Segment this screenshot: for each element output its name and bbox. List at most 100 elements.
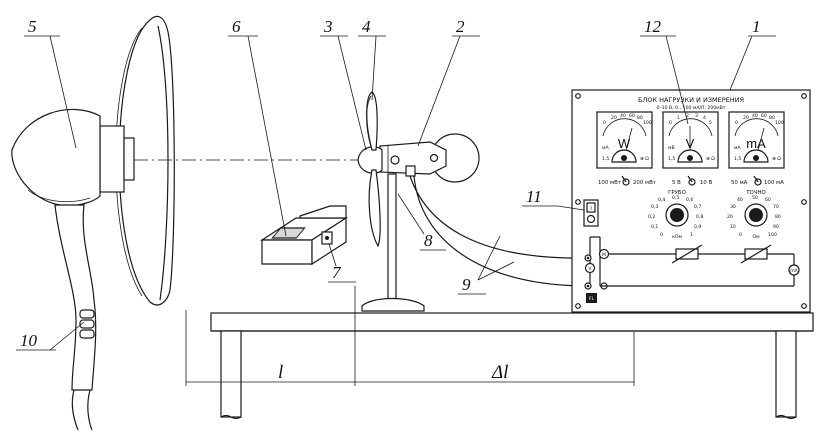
coarse-s4: 0,4: [658, 197, 665, 203]
anemometer: [259, 205, 349, 266]
coarse-s1: 0,1: [651, 224, 658, 230]
turbine-blade-top: [366, 91, 378, 151]
panel-screw-br: [801, 303, 807, 309]
wind-turbine: [357, 91, 480, 312]
fine-s8: 80: [775, 214, 781, 220]
meter-ma-s3: 60: [761, 113, 767, 119]
meter-watt-s1: 20: [611, 115, 617, 121]
fine-s4: 40: [737, 197, 743, 203]
coarse-s5: 0,5: [672, 195, 679, 201]
turbine-hub: [357, 146, 383, 174]
callout-4-leader: [371, 35, 377, 101]
meter-volt-s2: 2: [686, 113, 689, 119]
callout-3-leader: [337, 35, 367, 151]
fine-unit: Ом: [752, 234, 760, 240]
coarse-s3: 0,3: [651, 204, 658, 210]
fan-button-3: [79, 329, 95, 339]
range-ma-lever: [753, 175, 759, 183]
range-switch-ma[interactable]: 50 мА 100 мА: [731, 175, 784, 186]
anemometer-display: [271, 227, 306, 239]
meter-volt: V мВ 1,5 ⊕ Ω 0 1 2 3 4 5: [662, 111, 719, 169]
anemometer-probe: [299, 205, 347, 219]
coarse-s7: 0,7: [694, 204, 701, 210]
fine-s5: 50: [752, 195, 758, 201]
callout-6-leader: [247, 35, 287, 237]
coarse-unit: кОм: [672, 234, 682, 240]
meter-ma-unit: mA: [746, 136, 766, 151]
meter-ma-s0: 0: [735, 120, 738, 126]
fan: [11, 15, 175, 431]
coarse-knob[interactable]: 0 0,1 0,2 0,3 0,4 0,5 0,6 0,7 0,8 0,9 1 …: [648, 195, 703, 240]
fine-s0: 0: [739, 232, 742, 238]
panel-screw-tl: [575, 93, 581, 99]
range-v-right: 10 В: [700, 180, 713, 186]
fan-cord: [71, 389, 79, 431]
circuit-m-label: M: [602, 252, 606, 258]
range-switch-w[interactable]: 100 мВт 200 мВт: [598, 175, 656, 186]
meter-watt-s4: 80: [637, 115, 643, 121]
meter-watt-unit: W: [618, 136, 631, 151]
fine-s10: 100: [768, 232, 777, 238]
callout-9-leader-a: [477, 235, 501, 281]
range-v-lever: [687, 175, 693, 183]
cables: [409, 175, 589, 287]
meter-watt-s5: 100: [643, 120, 652, 126]
power-switch-upper: [586, 202, 596, 213]
fan-button-1: [79, 309, 95, 319]
range-w-lever: [621, 175, 627, 183]
table: [210, 312, 814, 420]
meter-volt-s3: 3: [695, 113, 698, 119]
fine-knob[interactable]: 0 10 20 30 40 50 60 70 80 90 100 Ом: [727, 195, 781, 240]
callout-1-leader: [729, 35, 753, 91]
meter-volt-s5: 5: [709, 120, 712, 126]
circuit-m-meter: [598, 248, 610, 260]
dim-delta-l-label: Δl: [491, 362, 508, 383]
table-leg-left: [220, 330, 242, 418]
nacelle-bolt-2: [429, 153, 439, 163]
fan-guard-front: [157, 25, 169, 301]
panel-title: БЛОК НАГРУЗКИ И ИЗМЕРЕНИЯ: [638, 96, 744, 104]
range-v-left: 5 В: [672, 180, 681, 186]
panel-screw-bl: [575, 303, 581, 309]
meter-volt-s4: 4: [703, 115, 706, 121]
callout-2: 2: [456, 17, 465, 36]
callout-8-leader: [397, 193, 425, 235]
resistor-coarse-arrow: [671, 244, 703, 264]
meter-ma-tl: мА: [734, 145, 741, 151]
circuit-ma-label: mA: [790, 268, 798, 274]
resistor-fine-arrow: [740, 244, 772, 264]
panel-screw-tr: [801, 93, 807, 99]
leg-break-left: [220, 414, 242, 420]
meter-ma-s1: 20: [743, 115, 749, 121]
callout-8: 8: [424, 231, 433, 250]
range-w-right: 200 мВт: [633, 180, 656, 186]
table-top: [210, 312, 814, 332]
range-switch-v[interactable]: 5 В 10 В: [672, 175, 713, 186]
coarse-label: ГРУБО: [668, 190, 686, 196]
nacelle-terminal: [405, 165, 416, 177]
meter-volt-zero: ⊕ Ω: [706, 156, 715, 162]
panel-subtitle: 0–10 В, 0…100 мА/П, 200мВт: [657, 105, 726, 111]
meter-ma-frame: [728, 111, 785, 169]
meter-ma-s5: 100: [775, 120, 784, 126]
fine-s2: 20: [727, 214, 733, 220]
circuit-voltmeter-label: V: [588, 266, 592, 272]
fine-label: ТОЧНО: [745, 190, 766, 196]
terminal-lower-dot: [586, 284, 590, 288]
fine-s3: 30: [730, 204, 736, 210]
meter-volt-pivot: [687, 155, 693, 161]
coarse-s6: 0,6: [686, 197, 693, 203]
panel-logo: [586, 293, 597, 303]
meter-watt-s3: 60: [629, 113, 635, 119]
callout-2-leader: [417, 35, 461, 147]
fine-s9: 90: [773, 224, 779, 230]
fine-s6: 60: [765, 197, 771, 203]
callout-5-leader: [49, 35, 77, 149]
anemometer-front: [261, 239, 313, 265]
panel-logo-text: FL: [589, 296, 595, 302]
fine-s7: 70: [773, 204, 779, 210]
power-switch-mark: I: [590, 206, 592, 212]
fan-housing-seam: [27, 189, 91, 203]
